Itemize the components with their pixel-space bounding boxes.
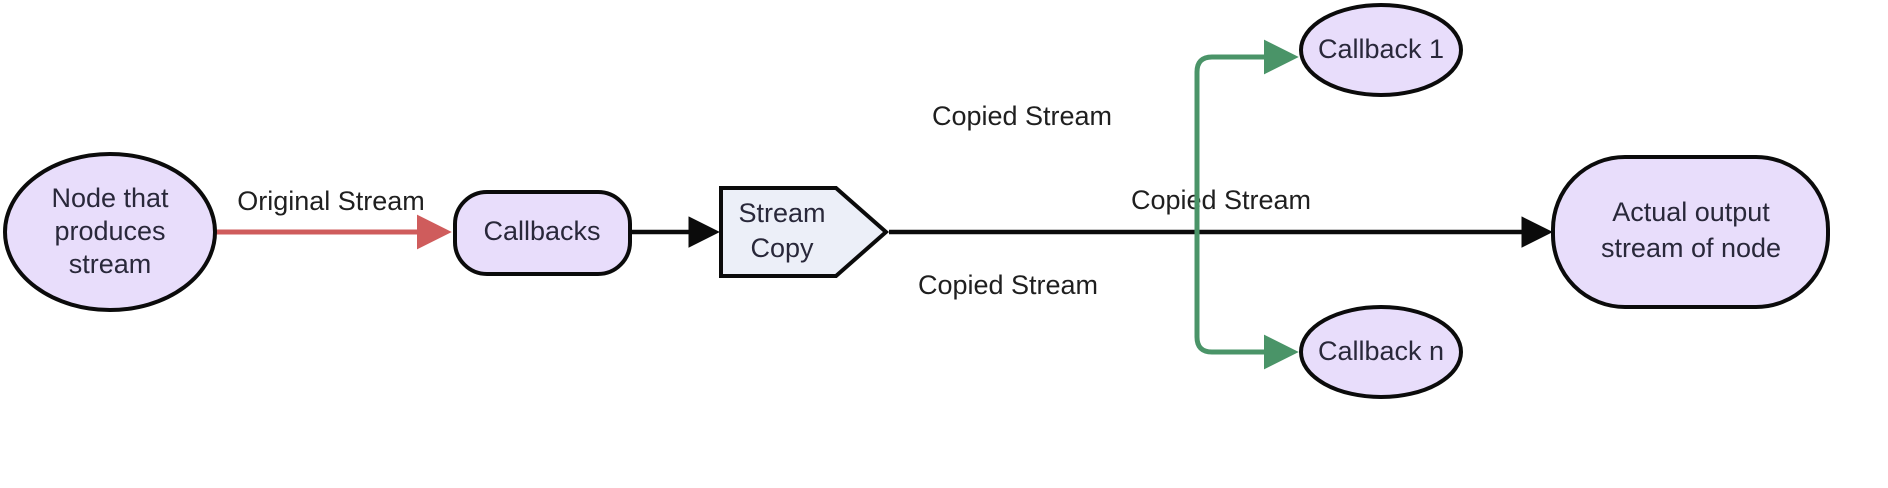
node-actual-output[interactable]: Actual output stream of node: [1551, 155, 1830, 309]
node-producer-shape[interactable]: [3, 152, 217, 312]
node-callback-n-label: Callback n: [1318, 336, 1444, 366]
node-stream-copy-shape[interactable]: [719, 186, 890, 278]
node-callbacks[interactable]: Callbacks: [453, 190, 632, 276]
edge-label-copied-stream-bottom: Copied Stream: [918, 270, 1098, 300]
node-stream-copy-label-line1: Stream: [738, 198, 825, 228]
edge-producer-to-callbacks: Original Stream: [212, 186, 452, 250]
node-producer-label-line3: stream: [69, 249, 152, 279]
edge-label-copied-stream-top: Copied Stream: [932, 101, 1112, 131]
node-callback-1-label: Callback 1: [1318, 34, 1444, 64]
node-actual-output-label-line1: Actual output: [1612, 197, 1770, 227]
node-callback-n-shape[interactable]: [1299, 305, 1463, 399]
node-callback-1-shape[interactable]: [1299, 3, 1463, 97]
node-callbacks-label: Callbacks: [483, 216, 600, 246]
node-actual-output-label-line2: stream of node: [1601, 233, 1781, 263]
edge-streamcopy-to-actual-output: Copied Stream: [1131, 185, 1553, 248]
edge-label-original-stream: Original Stream: [237, 186, 425, 216]
node-producer[interactable]: Node that produces stream: [3, 152, 217, 312]
node-callbacks-shape[interactable]: [453, 190, 632, 276]
node-callback-n[interactable]: Callback n: [1299, 305, 1463, 399]
node-producer-label-line1: Node that: [51, 183, 169, 213]
edge-streamcopy-to-callback-n: Copied Stream: [918, 232, 1299, 370]
node-callback-1[interactable]: Callback 1: [1299, 3, 1463, 97]
edge-streamcopy-to-callback-1: Copied Stream: [932, 39, 1299, 232]
node-actual-output-shape[interactable]: [1551, 155, 1830, 309]
edge-line-copied-stream-top: [1194, 39, 1299, 232]
node-stream-copy[interactable]: Stream Copy: [719, 186, 890, 278]
node-stream-copy-label-line2: Copy: [750, 233, 814, 263]
edge-line-copied-stream-bottom: [1194, 232, 1299, 370]
edge-label-copied-stream-main: Copied Stream: [1131, 185, 1311, 215]
node-producer-label-line2: produces: [54, 216, 165, 246]
